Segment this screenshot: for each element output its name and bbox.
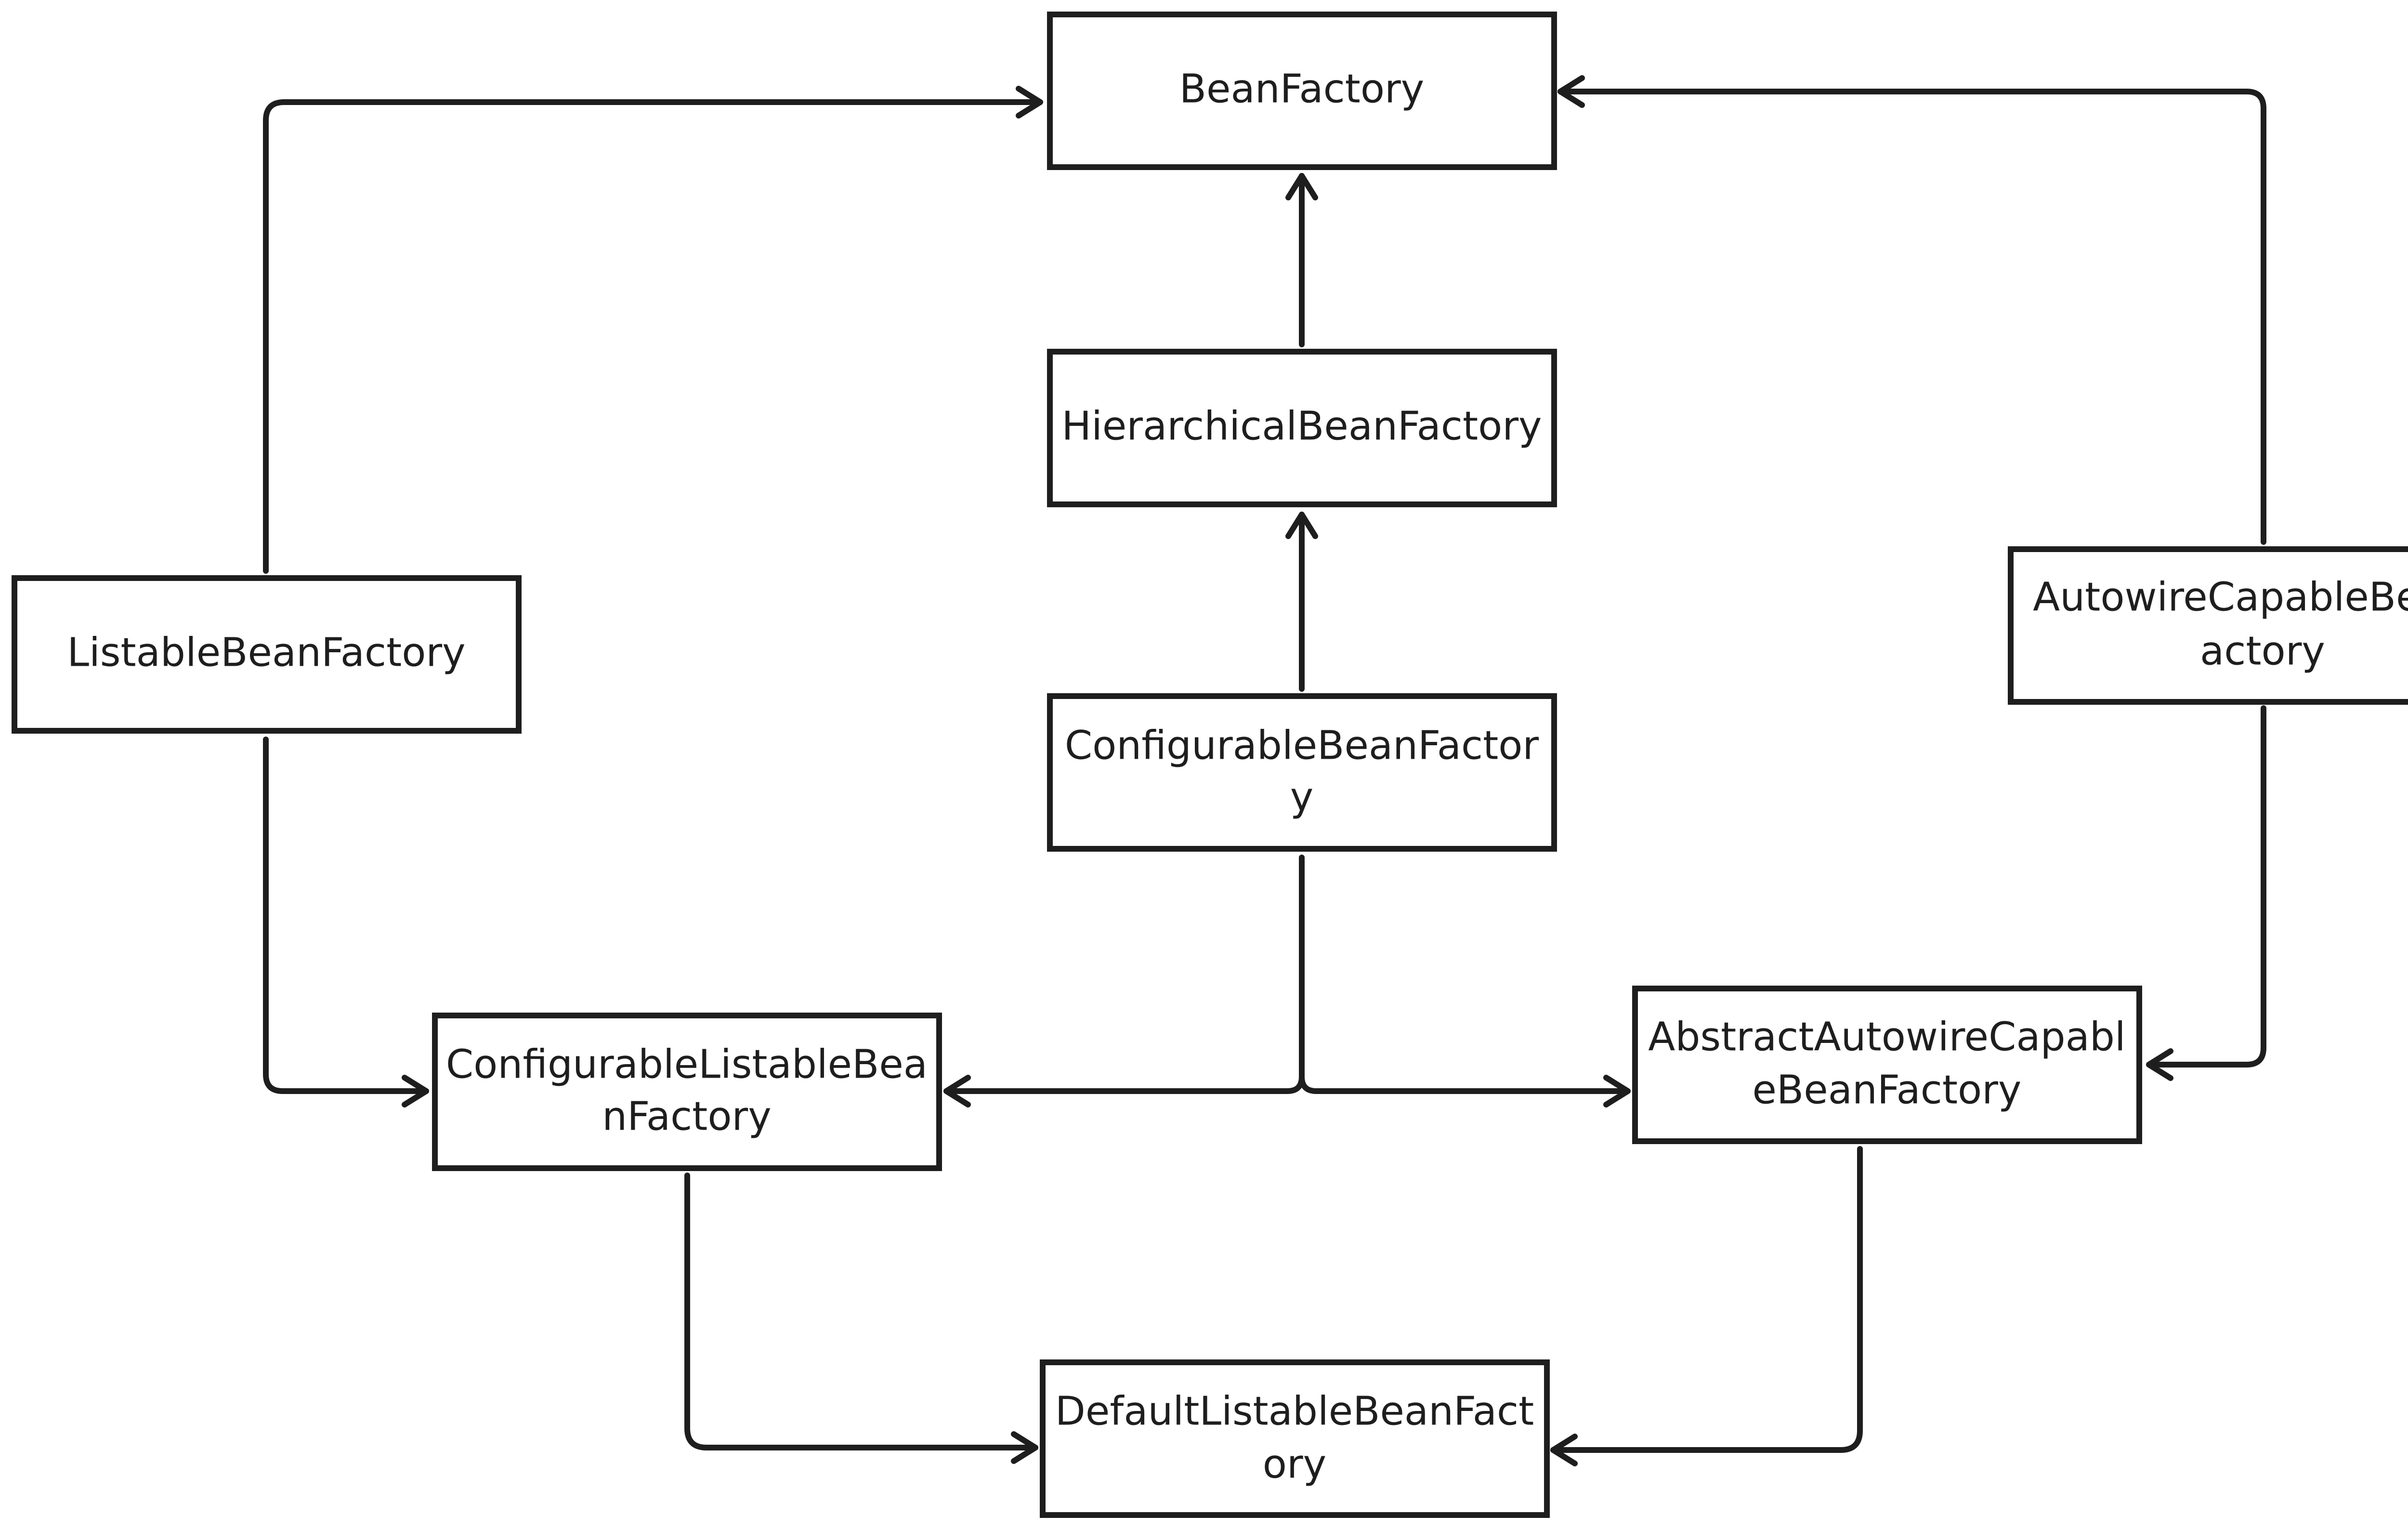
- arrowhead-right: [1016, 86, 1043, 119]
- arrowhead-left: [2146, 1048, 2173, 1081]
- node-default-listable-bean-factory[interactable]: DefaultListableBeanFact ory: [1040, 1359, 1550, 1518]
- arrowhead-left: [943, 1075, 971, 1107]
- edge-autowire-to-beanfactory: [1557, 75, 2266, 545]
- arrowhead-right: [1011, 1431, 1038, 1464]
- node-configurable-listable-bean-factory-label-line2: nFactory: [602, 1094, 772, 1139]
- node-hierarchical-bean-factory-label: HierarchicalBeanFactory: [1061, 403, 1542, 449]
- edge-listable-to-beanfactory: [263, 86, 1043, 574]
- arrowhead-up: [1285, 512, 1318, 539]
- node-configurable-listable-bean-factory-label-line1: ConfigurableListableBea: [446, 1041, 928, 1087]
- node-bean-factory[interactable]: BeanFactory: [1047, 12, 1557, 170]
- node-listable-bean-factory-label: ListableBeanFactory: [67, 630, 465, 675]
- node-listable-bean-factory[interactable]: ListableBeanFactory: [12, 575, 522, 734]
- node-configurable-listable-bean-factory[interactable]: ConfigurableListableBea nFactory: [432, 1013, 942, 1171]
- node-abstract-autowire-capable-bean-factory-label-line2: eBeanFactory: [1753, 1067, 2022, 1113]
- edge-abstract-autowire-to-default: [1550, 1146, 1863, 1466]
- edge-configurable-listable-to-default: [684, 1173, 1038, 1464]
- node-configurable-bean-factory-label-line2: y: [1290, 774, 1314, 820]
- arrowhead-left: [1557, 75, 1585, 108]
- arrowhead-right: [402, 1075, 429, 1107]
- node-hierarchical-bean-factory[interactable]: HierarchicalBeanFactory: [1047, 349, 1557, 507]
- edge-configurable-to-hierarchical: [1285, 512, 1318, 692]
- node-default-listable-bean-factory-label-line1: DefaultListableBeanFact: [1055, 1388, 1534, 1434]
- edge-configurable-to-abstract-autowire: [1299, 1074, 1631, 1107]
- edge-autowire-to-abstract-autowire: [2146, 705, 2266, 1081]
- edge-listable-to-configurable-listable: [263, 737, 429, 1107]
- node-configurable-bean-factory-label-line1: ConfigurableBeanFactor: [1065, 723, 1539, 768]
- arrowhead-up: [1285, 173, 1318, 200]
- arrowhead-left: [1550, 1434, 1578, 1466]
- node-bean-factory-label: BeanFactory: [1179, 66, 1424, 112]
- node-default-listable-bean-factory-label-line2: ory: [1263, 1441, 1326, 1487]
- node-autowire-capable-bean-factory-label-line2: actory: [2200, 628, 2325, 674]
- node-configurable-bean-factory[interactable]: ConfigurableBeanFactor y: [1047, 693, 1557, 852]
- edge-configurable-to-configurable-listable: [943, 855, 1305, 1107]
- edge-hierarchical-to-beanfactory: [1285, 173, 1318, 347]
- node-abstract-autowire-capable-bean-factory[interactable]: AbstractAutowireCapabl eBeanFactory: [1632, 986, 2142, 1144]
- node-abstract-autowire-capable-bean-factory-label-line1: AbstractAutowireCapabl: [1648, 1014, 2125, 1060]
- arrowhead-right: [1603, 1075, 1631, 1107]
